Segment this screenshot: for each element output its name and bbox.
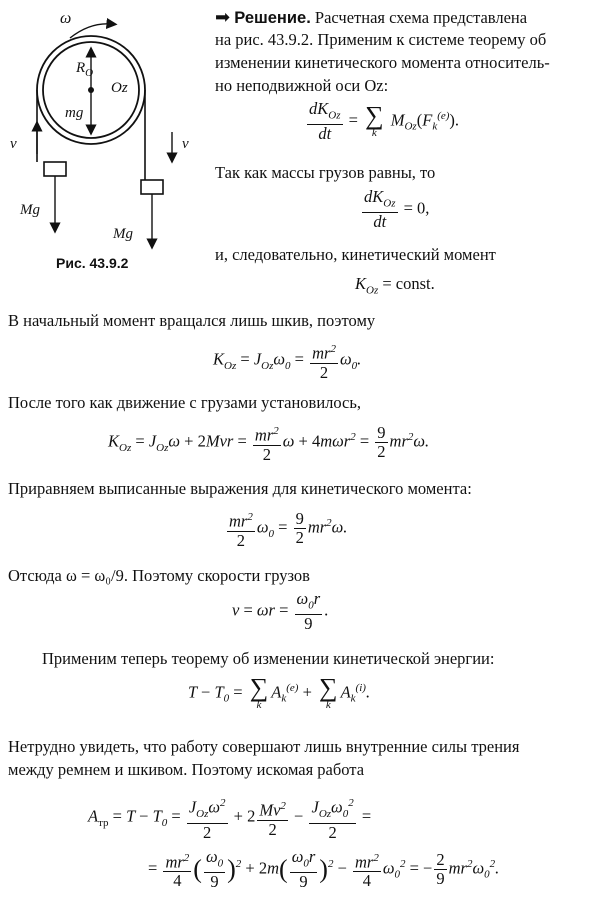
pulley-weight-label: mg [65, 105, 84, 121]
figure-caption: Рис. 43.9.2 [56, 255, 129, 271]
intro-line-1: Расчетная схема представлена [314, 8, 528, 27]
omega-label: ω [60, 10, 72, 27]
intro-line-2: на рис. 43.9.2. Применим к системе теоре… [215, 30, 547, 49]
right-load [140, 179, 164, 195]
pulley-diagram [31, 17, 178, 250]
left-velocity-label: v [10, 136, 17, 152]
right-velocity-label: v [182, 136, 189, 152]
conclusion-line-2: между ремнем и шкивом. Поэтому искомая р… [8, 760, 365, 779]
initial-moment-text: В начальный момент вращался лишь шкив, п… [8, 311, 376, 330]
solution-heading: Решение. [234, 9, 311, 27]
reaction-label: RO [76, 60, 94, 79]
omega-arrow [69, 17, 118, 39]
consequently-text: и, следовательно, кинетический момент [215, 245, 496, 264]
pulley-axle [88, 87, 94, 93]
after-motion-text: После того как движение с грузами устано… [8, 393, 362, 412]
arrow-icon: ➡ [215, 7, 231, 27]
conclusion-line-1: Нетрудно увидеть, что работу совершают л… [8, 737, 520, 756]
equal-masses-text: Так как массы грузов равны, то [215, 163, 436, 182]
pulley-disk [42, 41, 140, 139]
right-weight-label: Mg [113, 226, 133, 242]
axis-label: Oz [111, 80, 128, 96]
equate-text: Приравняем выписанные выражения для кине… [8, 479, 472, 498]
intro-line-4: но неподвижной оси Oz: [215, 76, 389, 95]
energy-theorem-text: Применим теперь теорему об изменении кин… [42, 649, 495, 668]
hence-text: Отсюда ω = ω₀/9. Поэтому скорости грузов [8, 566, 310, 585]
solution-heading-line: ➡ Решение. Расчетная схема представлена [215, 6, 527, 29]
left-weight-label: Mg [20, 202, 40, 218]
left-load [43, 161, 67, 177]
equation-const: KOz = const. [355, 274, 435, 297]
intro-line-3: изменении кинетического момента относите… [215, 53, 550, 72]
figure-43-9-2: ω RO Oz mg v v Mg Mg Рис. 43.9.2 [0, 0, 205, 290]
